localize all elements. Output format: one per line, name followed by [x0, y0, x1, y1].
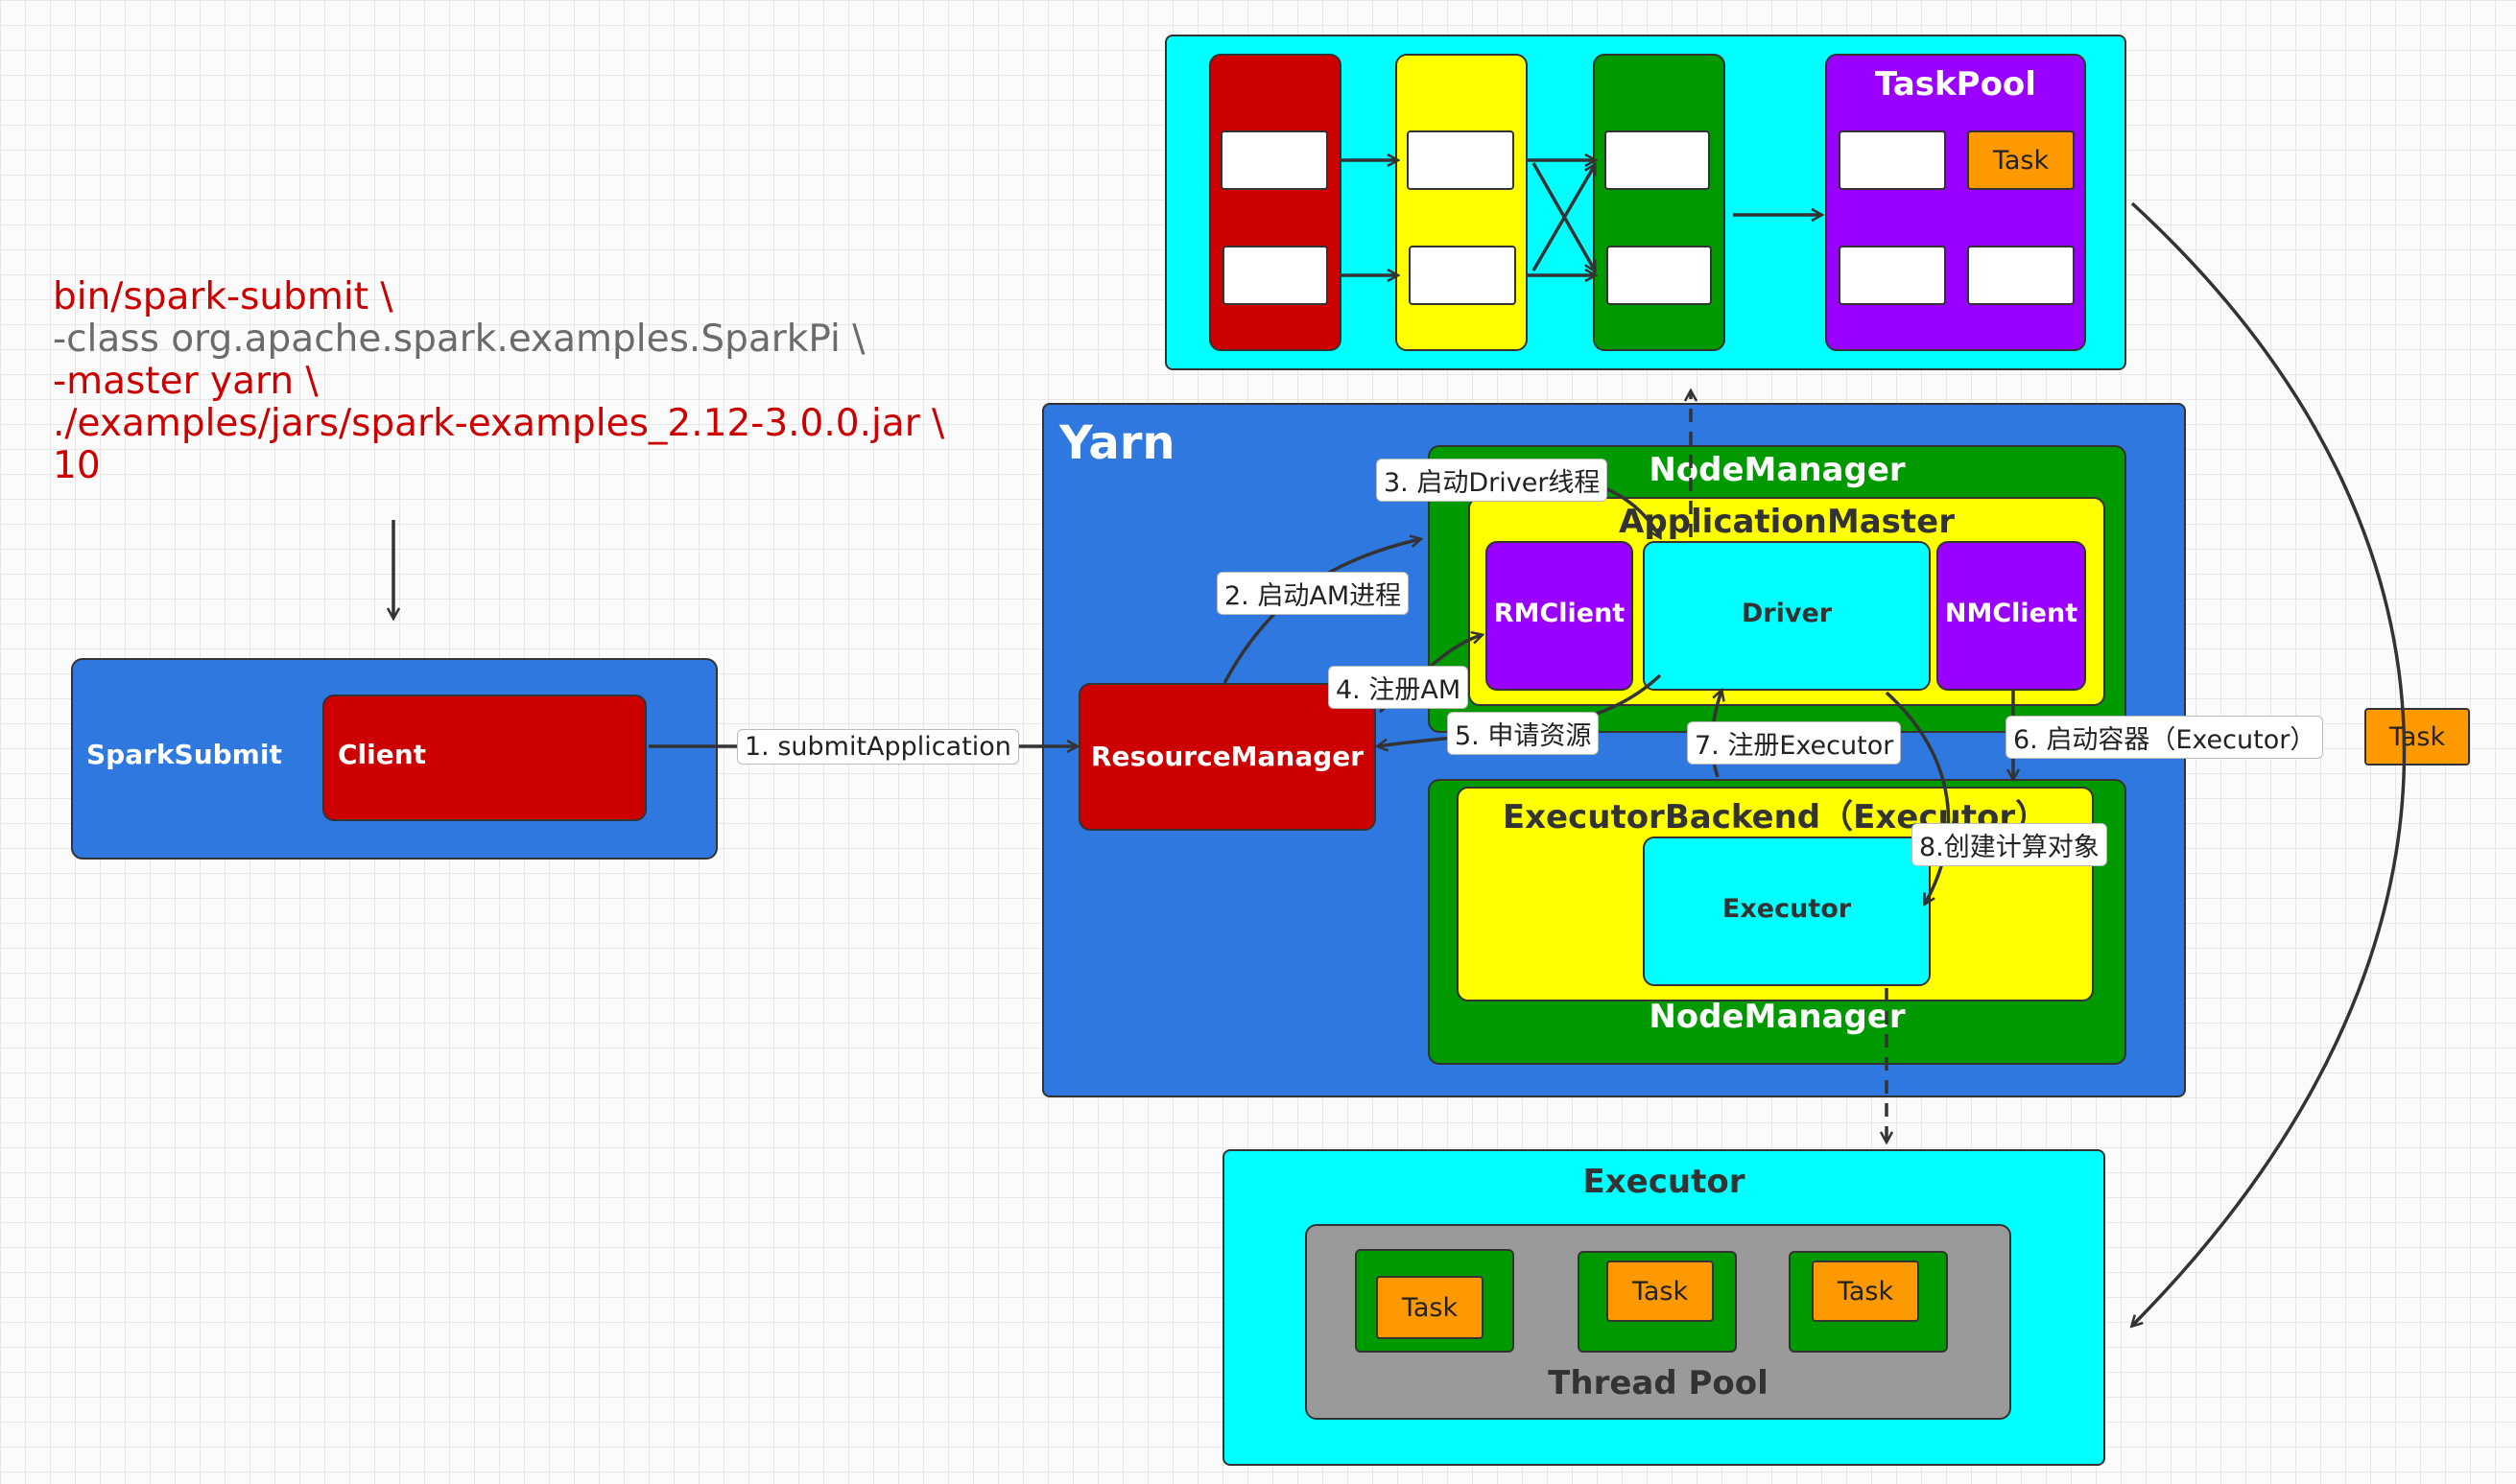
yellow-partition-1: [1407, 130, 1514, 190]
step-2-label: 2. 启动AM进程: [1217, 572, 1410, 615]
step-1-label: 1. submitApplication: [737, 729, 1019, 765]
command-line-5: 10: [53, 444, 101, 487]
step-5-label: 5. 申请资源: [1447, 712, 1600, 755]
red-partition-2: [1222, 246, 1328, 305]
nm-client-box: [1936, 541, 2086, 691]
driver-label: Driver: [1741, 599, 1833, 628]
thread-task-3: Task: [1812, 1260, 1919, 1322]
thread-pool-label: Thread Pool: [1548, 1364, 1768, 1402]
stage2-arrow-d: [1531, 165, 1595, 271]
pool-slot-3: [1839, 246, 1946, 305]
executor-inner-label: Executor: [1721, 894, 1852, 924]
step-3-label: 3. 启动Driver线程: [1376, 459, 1608, 502]
client-box: [322, 695, 647, 821]
thread-task-1: Task: [1376, 1276, 1483, 1339]
nm-client-label: NMClient: [1944, 599, 2078, 628]
step-8-label: 8.创建计算对象: [1911, 823, 2107, 866]
task-pool-label: TaskPool: [1875, 65, 2036, 104]
thread-task-2: Task: [1606, 1260, 1714, 1322]
step-4-label: 4. 注册AM: [1328, 666, 1469, 709]
pool-task: Task: [1967, 130, 2075, 190]
node-manager-bottom-label: NodeManager: [1649, 998, 1906, 1036]
command-line-1: bin/spark-submit \: [53, 275, 393, 318]
resource-manager-box: [1079, 683, 1376, 831]
pool-slot-1: [1839, 130, 1946, 190]
command-line-3: -master yarn \: [53, 360, 319, 403]
yarn-label: Yarn: [1059, 416, 1175, 470]
rm-client-label: RMClient: [1493, 599, 1626, 628]
executor-inner-box: [1643, 836, 1931, 986]
create-compute-arrow: [1885, 691, 1951, 904]
green-partition-1: [1604, 130, 1710, 190]
step-7-label: 7. 注册Executor: [1687, 721, 1902, 765]
spark-submit-label: SparkSubmit: [86, 739, 282, 770]
red-partition-1: [1221, 130, 1328, 190]
pool-slot-4: [1967, 246, 2075, 305]
task-dispatch-arc: [2132, 201, 2407, 1326]
green-partition-2: [1606, 246, 1712, 305]
spark-submit-command: bin/spark-submit \ -class org.apache.spa…: [53, 276, 944, 487]
application-master-label: ApplicationMaster: [1619, 503, 1955, 541]
client-label: Client: [338, 739, 427, 770]
step-6-label: 6. 启动容器（Executor）: [2006, 716, 2324, 759]
command-line-4: ./examples/jars/spark-examples_2.12-3.0.…: [53, 402, 945, 445]
floating-task: Task: [2364, 708, 2470, 766]
rm-client-box: [1485, 541, 1633, 691]
executor-panel-label: Executor: [1582, 1163, 1745, 1201]
resource-manager-label: ResourceManager: [1090, 741, 1365, 772]
driver-box: [1643, 541, 1931, 691]
yellow-partition-2: [1409, 246, 1516, 305]
command-line-2: -class org.apache.spark.examples.SparkPi…: [53, 318, 866, 361]
